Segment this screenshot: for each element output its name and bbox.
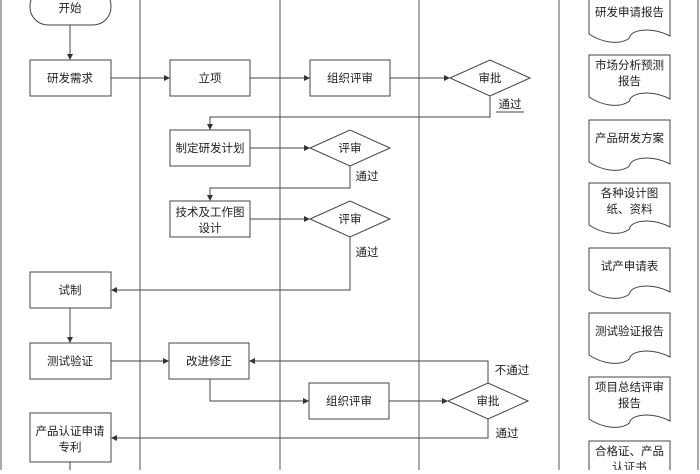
document-label: 研发申请报告 — [595, 5, 664, 19]
document-label: 纸、资料 — [607, 202, 653, 216]
fail-label: 不通过 — [495, 363, 530, 377]
document-label: 市场分析预测 — [595, 58, 664, 72]
document-shape: 测试验证报告 — [588, 312, 671, 364]
make-plan-label: 制定研发计划 — [176, 141, 245, 155]
node-make-plan: 制定研发计划 — [169, 129, 251, 167]
tech-design-label-1: 技术及工作图 — [176, 205, 245, 219]
org-review-2-label: 组织评审 — [326, 394, 372, 408]
document-label: 试产申请表 — [601, 259, 659, 273]
connectors — [67, 25, 491, 470]
improve-label: 改进修正 — [186, 354, 232, 368]
trial-label: 试制 — [59, 283, 82, 297]
decision-review-1: 评审 — [308, 129, 392, 167]
node-project-setup: 立项 — [169, 59, 251, 97]
tech-design-label-2: 设计 — [199, 221, 222, 235]
document-label: 合格证、产品 — [595, 444, 664, 458]
node-org-review-2: 组织评审 — [308, 382, 390, 420]
cert-label-2: 专利 — [59, 440, 82, 454]
pass-1-label: 通过 — [499, 97, 522, 111]
node-cert-patent: 产品认证申请 专利 — [29, 412, 112, 463]
start-label: 开始 — [59, 1, 82, 15]
decision-approve-2: 审批 — [446, 382, 530, 420]
node-org-review-1: 组织评审 — [309, 59, 391, 97]
pass-2-label: 通过 — [356, 169, 379, 183]
document-label: 产品研发方案 — [595, 131, 664, 145]
rd-demand-label: 研发需求 — [47, 71, 93, 85]
document-label: 报告 — [618, 396, 641, 410]
node-trial: 试制 — [29, 271, 112, 309]
org-review-1-label: 组织评审 — [327, 71, 373, 85]
node-rd-demand: 研发需求 — [29, 59, 112, 97]
document-label: 报告 — [618, 74, 641, 88]
test-verify-label: 测试验证 — [47, 354, 93, 368]
document-shape: 研发申请报告 — [588, 0, 671, 43]
node-test-verify: 测试验证 — [29, 342, 112, 380]
document-label: 项目总结评审 — [595, 380, 664, 394]
review-1-label: 评审 — [339, 141, 362, 155]
pass-3-label: 通过 — [356, 245, 379, 259]
document-label: 测试验证报告 — [595, 324, 664, 338]
node-improve: 改进修正 — [168, 342, 250, 380]
document-shape: 产品研发方案 — [588, 119, 671, 171]
project-setup-label: 立项 — [199, 71, 222, 85]
start-terminal: 开始 — [29, 0, 112, 26]
document-shape: 试产申请表 — [588, 247, 671, 299]
approve-1-label: 审批 — [479, 71, 502, 85]
document-label: 各种设计图 — [601, 186, 659, 200]
decision-approve-1: 审批 — [448, 59, 532, 97]
decision-review-2: 评审 — [308, 200, 392, 238]
document-list: 研发申请报告市场分析预测报告产品研发方案各种设计图纸、资料试产申请表测试验证报告… — [588, 0, 671, 474]
node-tech-design: 技术及工作图 设计 — [169, 200, 251, 238]
cert-label-1: 产品认证申请 — [36, 424, 105, 438]
review-2-label: 评审 — [339, 212, 362, 226]
approve-2-label: 审批 — [477, 394, 500, 408]
pass-4-label: 通过 — [496, 426, 519, 440]
document-label: 认证书 — [612, 460, 647, 470]
